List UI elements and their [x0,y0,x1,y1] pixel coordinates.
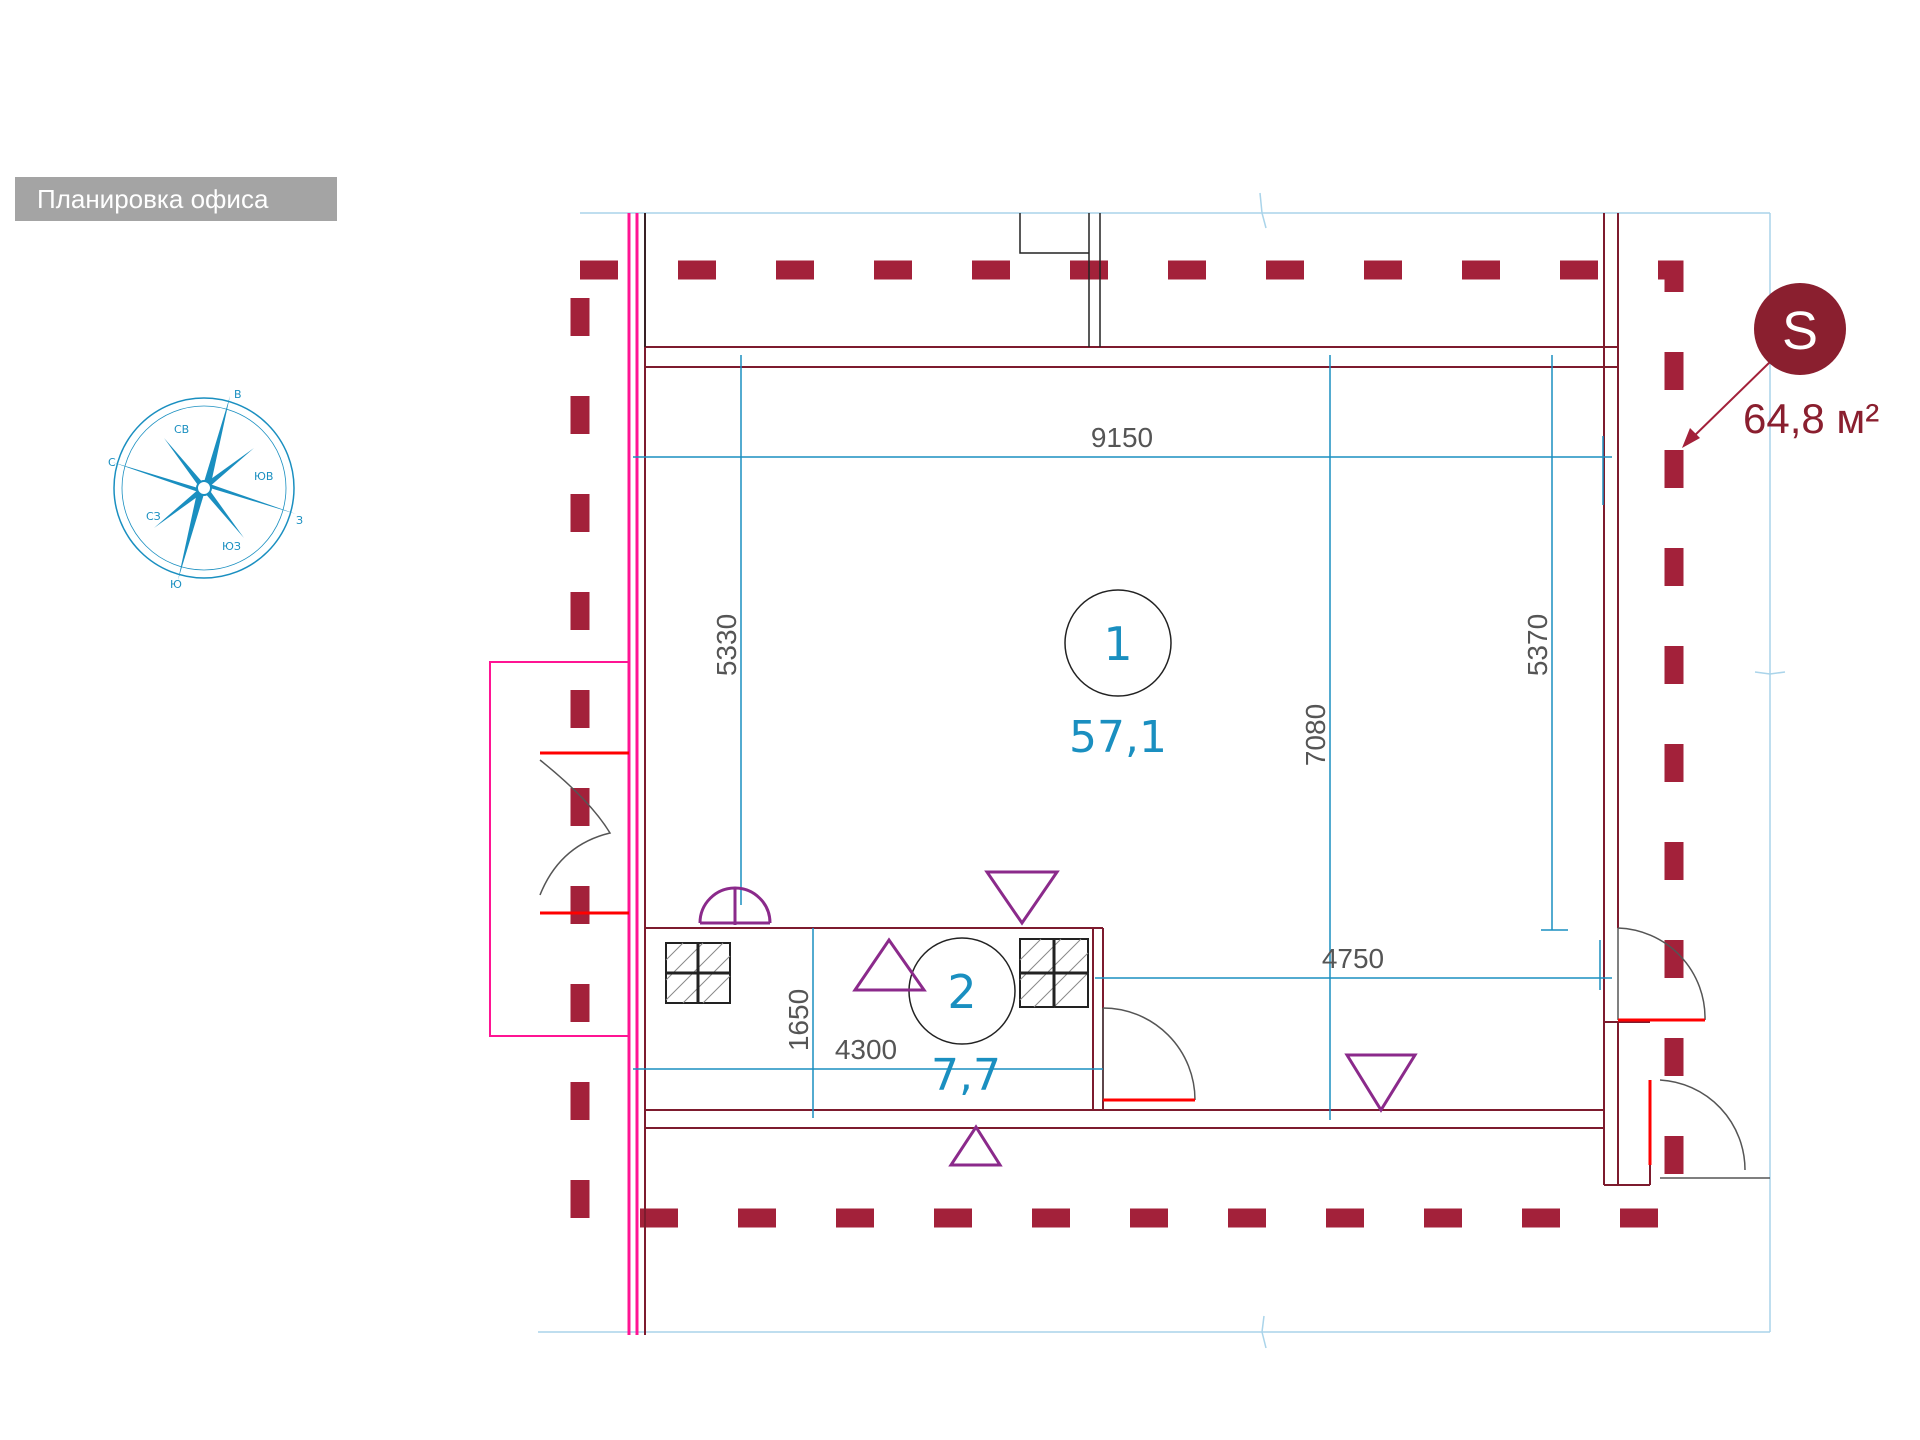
utility-markers [698,870,1418,1167]
walls [644,213,1651,1335]
room-1-area: 57,1 [1069,712,1167,763]
room-1-number: 1 [1103,617,1132,671]
compass-letter-s: С [108,456,116,469]
neighbour-space [644,213,1101,347]
dim-width-left-lower: 4300 [835,1034,897,1065]
office-boundary [570,260,1684,1228]
door-right-2 [1648,1079,1770,1179]
compass-letter-v: В [234,388,242,401]
fixture-left-icon [665,942,731,1004]
dim-width-right-lower: 4750 [1322,943,1384,974]
room-1-marker [1064,589,1172,697]
door-right-1 [1617,927,1706,1022]
compass-rose-icon: В СВ С СЗ З ЮЗ Ю ЮВ [108,388,303,591]
facade-glazing [489,213,639,1335]
compass-letter-yuz: ЮЗ [222,540,241,553]
dim-height-left: 5330 [711,614,742,676]
dim-height-right: 5370 [1522,614,1553,676]
compass-letter-yuv: ЮВ [254,470,273,483]
total-area-value: 64,8 м² [1743,395,1879,442]
compass-letter-yu: Ю [170,578,182,591]
door-room-2 [1102,1007,1196,1102]
compass-letter-sv: СВ [174,423,189,436]
fixture-right-icon [1019,938,1089,1008]
page-title: Планировка офиса [15,177,337,221]
outer-extension-lines [538,192,1786,1349]
compass-letter-sz: СЗ [146,510,161,523]
compass-letter-z: З [296,514,303,527]
dimension-lines [633,355,1612,1120]
total-area-badge: S 64,8 м² [1682,283,1879,448]
door-entrance-double [539,751,629,915]
room-2-area: 7,7 [931,1050,1001,1101]
dim-height-middle: 7080 [1300,704,1331,766]
dim-height-small-room: 1650 [783,989,814,1051]
dim-width-total: 9150 [1091,422,1153,453]
area-badge-letter: S [1782,301,1818,361]
room-2-number: 2 [947,965,976,1019]
